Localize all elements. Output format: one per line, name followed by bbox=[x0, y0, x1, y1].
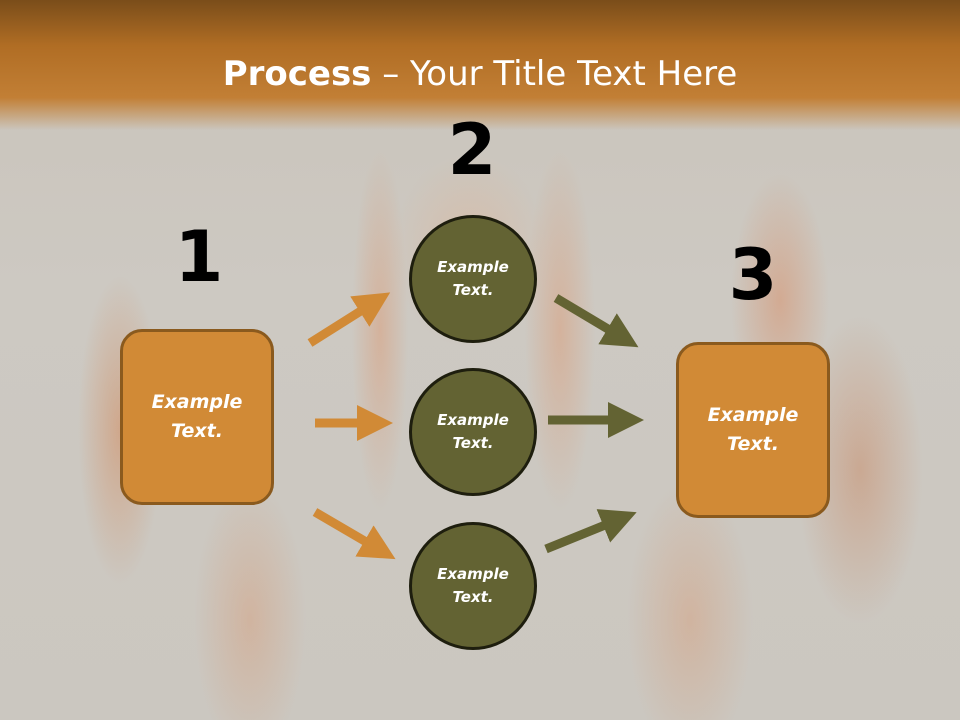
arrow-top-to-right bbox=[553, 294, 639, 348]
title-bar bbox=[0, 0, 960, 130]
step3-box-text: Example Text. bbox=[707, 404, 799, 455]
circle-top-text: Example Text. bbox=[437, 258, 509, 299]
step2-circle-top: Example Text. bbox=[409, 215, 537, 343]
circle-bottom-text: Example Text. bbox=[437, 565, 509, 606]
step1-box: Example Text. bbox=[120, 329, 274, 505]
step1-box-text: Example Text. bbox=[151, 391, 243, 442]
step2-circle-bottom: Example Text. bbox=[409, 522, 537, 650]
title-rest: – Your Title Text Here bbox=[371, 54, 738, 94]
title-bold: Process bbox=[222, 54, 372, 94]
step2-circle-middle: Example Text. bbox=[409, 368, 537, 496]
arrow-left-to-top bbox=[307, 292, 391, 347]
step-number-3: 3 bbox=[728, 234, 778, 316]
arrow-left-to-bottom bbox=[312, 508, 396, 560]
step3-box: Example Text. bbox=[676, 342, 830, 518]
step-number-1: 1 bbox=[174, 216, 224, 298]
arrow-bottom-to-right bbox=[544, 509, 637, 554]
slide-title: Process – Your Title Text Here bbox=[0, 52, 960, 96]
step-number-2: 2 bbox=[447, 109, 497, 191]
circle-middle-text: Example Text. bbox=[437, 411, 509, 452]
